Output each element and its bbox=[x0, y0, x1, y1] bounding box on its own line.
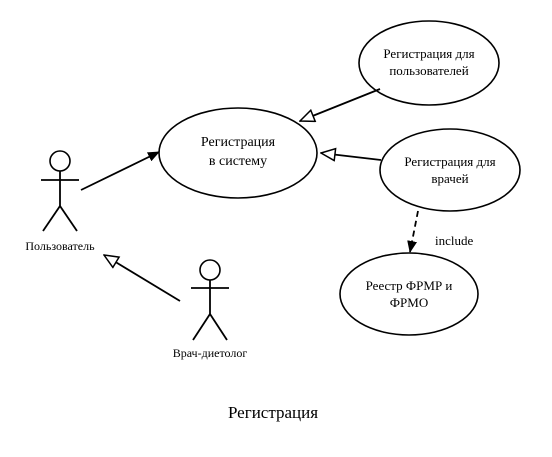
association-arrow-user-to-registration bbox=[80, 151, 160, 191]
actor-dietitian-label: Врач-диетолог bbox=[173, 346, 248, 360]
generalization-arrow-dietitian-to-user bbox=[104, 255, 181, 302]
use-case-user-registration-line2: пользователей bbox=[389, 63, 468, 78]
use-case-registry: Реестр ФРМР и ФРМО bbox=[339, 252, 479, 336]
use-case-registry-line2: ФРМО bbox=[390, 295, 428, 310]
use-case-doctor-registration-line1: Регистрация для bbox=[404, 154, 495, 169]
use-case-doctor-registration: Регистрация для врачей bbox=[379, 128, 521, 212]
include-label: include bbox=[435, 233, 473, 248]
generalization-arrow-user-registration bbox=[300, 88, 381, 121]
use-case-user-registration-line1: Регистрация для bbox=[383, 46, 474, 61]
use-case-user-registration: Регистрация для пользователей bbox=[358, 20, 500, 106]
use-case-registry-line1: Реестр ФРМР и bbox=[366, 278, 453, 293]
use-case-doctor-registration-line2: врачей bbox=[431, 171, 468, 186]
actor-dietitian: Врач-диетолог bbox=[173, 259, 248, 360]
use-case-system-registration-line2: в систему bbox=[209, 154, 267, 169]
generalization-arrow-doctor-registration bbox=[321, 153, 382, 160]
include-arrow-doctor-to-registry bbox=[407, 210, 419, 253]
diagram-caption: Регистрация bbox=[228, 403, 318, 422]
actor-user-label: Пользователь bbox=[25, 239, 95, 253]
use-case-system-registration-line1: Регистрация bbox=[201, 135, 276, 150]
use-case-system-registration: Регистрация в систему bbox=[158, 107, 318, 199]
actor-user: Пользователь bbox=[25, 150, 95, 253]
